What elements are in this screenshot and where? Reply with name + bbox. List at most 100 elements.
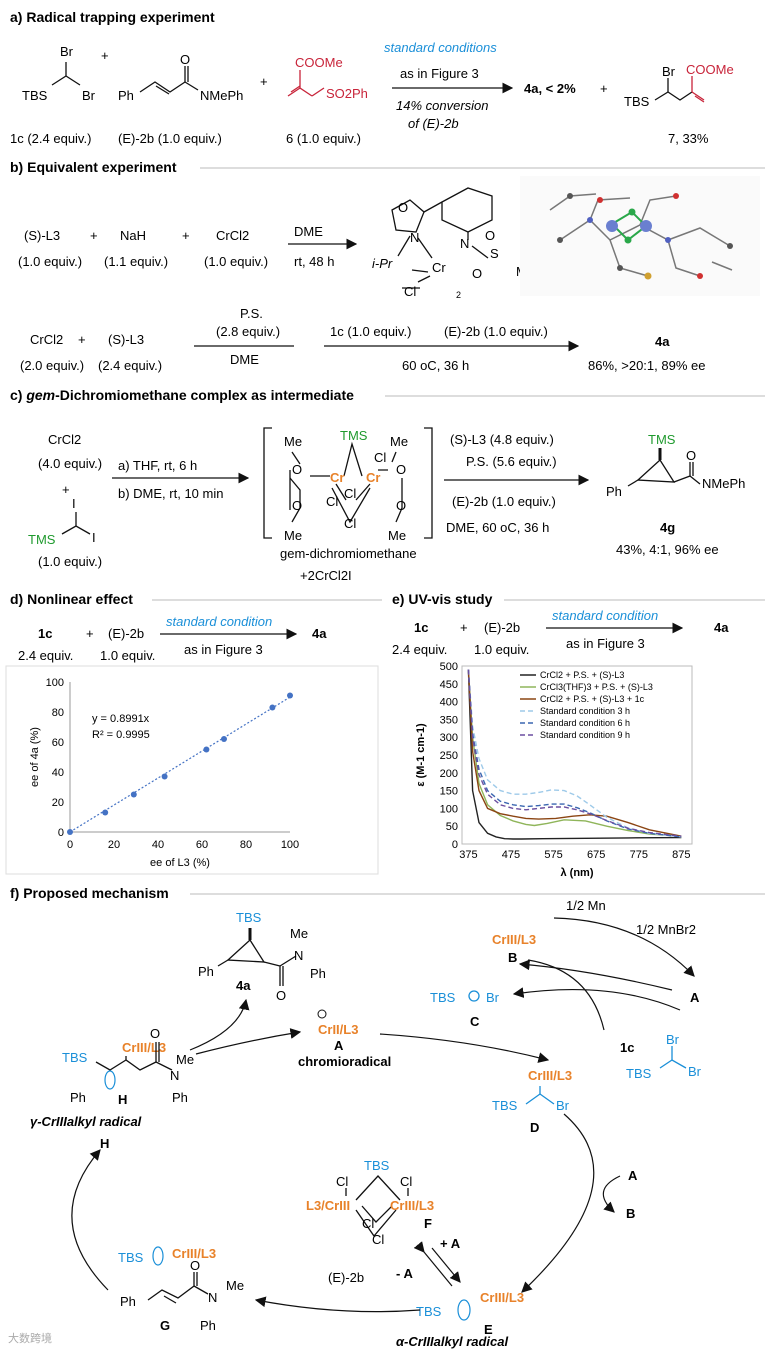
y-tick-label: 100 <box>440 803 458 815</box>
y-tick-label: 80 <box>52 707 64 719</box>
cycle-arrow <box>518 959 673 991</box>
atom-label: O <box>292 462 302 477</box>
structure-1c-cycle <box>659 1046 687 1069</box>
orbital-icon <box>457 1299 471 1321</box>
cycle-arrow <box>254 1296 421 1313</box>
atom-label: Ph <box>198 964 214 979</box>
plus-sign: + <box>86 626 94 641</box>
atom-label: O <box>180 52 190 67</box>
atom-label: TMS <box>648 432 676 447</box>
condition-text: (2.8 equiv.) <box>216 324 280 339</box>
x-tick-label: 20 <box>108 839 120 851</box>
y-tick-label: 500 <box>440 661 458 673</box>
crystal-structure-image <box>520 176 760 296</box>
reagent-label: 1c <box>414 620 428 635</box>
x-tick-label: 0 <box>67 839 73 851</box>
species-letter: A <box>628 1168 638 1183</box>
atom-label: TBS <box>416 1304 442 1319</box>
product-4a-yield: 4a, < 2% <box>524 81 576 96</box>
x-tick-label: 40 <box>152 839 164 851</box>
reagent-6-label: 6 (1.0 equiv.) <box>286 131 361 146</box>
reagent-2b-label: (E)-2b (1.0 equiv.) <box>118 131 222 146</box>
reagent-equiv: 2.4 equiv. <box>392 642 447 657</box>
atom-label: Cl <box>400 1174 412 1189</box>
atom-label: Cl <box>374 450 386 465</box>
atom-label: Cl <box>326 494 338 509</box>
condition-text: DME <box>230 352 259 367</box>
condition-text: as in Figure 3 <box>566 636 645 651</box>
species-letter: D <box>530 1120 539 1135</box>
product-7-yield: 7, 33% <box>668 131 709 146</box>
condition-text: (E)-2b (1.0 equiv.) <box>444 324 548 339</box>
x-tick-label: 375 <box>459 849 477 861</box>
y-tick-label: 350 <box>440 714 458 726</box>
atom-label: O <box>398 200 408 215</box>
species-letter: B <box>626 1206 635 1221</box>
atom-label: O <box>396 462 406 477</box>
atom-label: I <box>92 530 96 545</box>
data-point <box>203 746 210 753</box>
reagent-label: (E)-2b <box>484 620 520 635</box>
complex-label: gem-dichromiomethane <box>280 546 417 561</box>
plus-sign: + <box>90 228 98 243</box>
product-label: 4a <box>236 978 251 993</box>
species-letter: A <box>690 990 700 1005</box>
atom-label: Me <box>290 926 308 941</box>
equilibrium-arrow <box>413 1241 453 1287</box>
atom-label: TBS <box>236 910 262 925</box>
product-label: 4a <box>655 334 670 349</box>
structure-G <box>147 1272 209 1304</box>
reagent-label: CrCl2 <box>48 432 81 447</box>
y-tick-label: 300 <box>440 732 458 744</box>
product-label: 4g <box>660 520 675 535</box>
species-label: CrIII/L3 <box>492 932 536 947</box>
atom-label: TBS <box>118 1250 144 1265</box>
atom-label: Ph <box>310 966 326 981</box>
reagent-equiv: (1.0 equiv.) <box>38 554 102 569</box>
reagent-equiv: (2.4 equiv.) <box>98 358 162 373</box>
legend-label: Standard condition 6 h <box>540 718 630 728</box>
y-tick-label: 100 <box>46 677 64 689</box>
atom-label: TBS <box>624 94 650 109</box>
watermark: 大数跨境 <box>8 1331 52 1345</box>
section-c-title: c) gem-Dichromiomethane complex as inter… <box>10 387 354 403</box>
atom-label: SO2Ph <box>326 86 368 101</box>
series-line <box>467 669 682 838</box>
cycle-arrow <box>527 959 605 1031</box>
structure-4a <box>217 928 297 986</box>
plus-sign: + <box>260 74 268 89</box>
condition-text: 1c (1.0 equiv.) <box>330 324 411 339</box>
y-tick-label: 0 <box>452 839 458 851</box>
atom-label: Br <box>688 1064 702 1079</box>
atom-label: O <box>485 228 495 243</box>
y-tick-label: 450 <box>440 679 458 691</box>
atom-label: COOMe <box>295 55 343 70</box>
series-line <box>467 669 682 837</box>
condition-text: rt, 48 h <box>294 254 334 269</box>
plus-sign: + <box>101 48 109 63</box>
legend-label: Standard condition 9 h <box>540 730 630 740</box>
product-label: 4a <box>312 626 327 641</box>
cycle-arrow <box>602 1175 621 1213</box>
condition-text: DME, 60 oC, 36 h <box>446 520 549 535</box>
x-tick-label: 60 <box>196 839 208 851</box>
reagent-label: (S)-L3 <box>24 228 60 243</box>
condition-text: 14% conversion <box>396 98 489 113</box>
structure-4g <box>627 448 701 487</box>
atom-label: S <box>490 246 499 261</box>
condition-text: (E)-2b (1.0 equiv.) <box>452 494 556 509</box>
species-label: CrIII/L3 <box>390 1198 434 1213</box>
atom-label: N <box>208 1290 217 1305</box>
x-tick-label: 100 <box>281 839 299 851</box>
series-line <box>467 669 682 838</box>
atom-label: COOMe <box>686 62 734 77</box>
structure-tms-diiodo <box>61 512 91 535</box>
atom-label: Me <box>388 528 406 543</box>
atom-label: Br <box>82 88 96 103</box>
condition-text: P.S. <box>240 306 263 321</box>
atom-label: Ph <box>172 1090 188 1105</box>
condition-text: P.S. (5.6 equiv.) <box>466 454 557 469</box>
legend-label: CrCl2 + P.S. + (S)-L3 <box>540 670 624 680</box>
trendline <box>69 696 291 833</box>
species-label: CrII/L3 <box>318 1022 358 1037</box>
